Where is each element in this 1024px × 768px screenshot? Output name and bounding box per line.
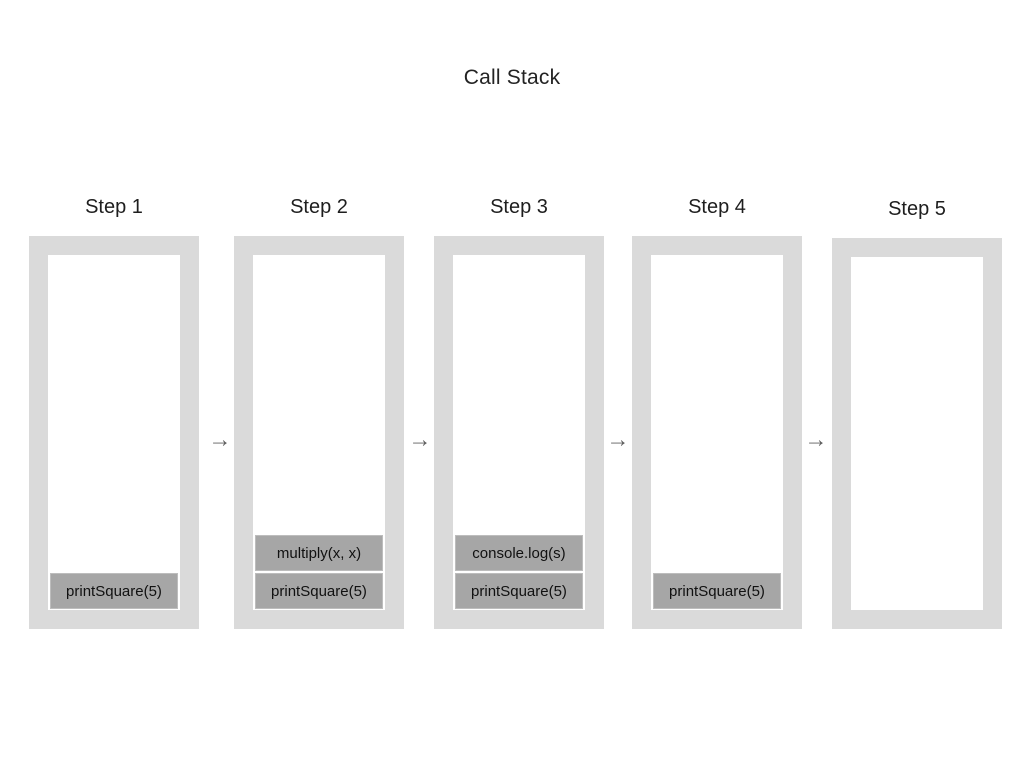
stack-frame[interactable]: console.log(s)	[455, 535, 583, 571]
stack-frame[interactable]: printSquare(5)	[255, 573, 383, 609]
call-stack-box-4: printSquare(5)	[632, 236, 802, 629]
step-label-2: Step 2	[290, 196, 348, 218]
step-label-4: Step 4	[688, 196, 746, 218]
call-stack-box-1: printSquare(5)	[29, 236, 199, 629]
step-label-5: Step 5	[888, 198, 946, 220]
step-label-3: Step 3	[490, 196, 548, 218]
page-title: Call Stack	[463, 66, 561, 89]
stack-frames-4: printSquare(5)	[651, 573, 783, 610]
stack-frames-1: printSquare(5)	[48, 573, 180, 610]
stack-frames-2: printSquare(5) multiply(x, x)	[253, 535, 385, 610]
flow-arrow-3-to-4: →	[606, 426, 630, 452]
call-stack-box-3: printSquare(5) console.log(s)	[434, 236, 604, 629]
step-label-1: Step 1	[85, 196, 143, 218]
stack-frames-3: printSquare(5) console.log(s)	[453, 535, 585, 610]
stack-frame[interactable]: printSquare(5)	[455, 573, 583, 609]
flow-arrow-4-to-5: →	[804, 426, 828, 452]
stack-frame[interactable]: multiply(x, x)	[255, 535, 383, 571]
call-stack-box-2: printSquare(5) multiply(x, x)	[234, 236, 404, 629]
call-stack-box-5	[832, 238, 1002, 629]
stack-frame[interactable]: printSquare(5)	[50, 573, 178, 609]
flow-arrow-2-to-3: →	[408, 426, 432, 452]
stack-frame[interactable]: printSquare(5)	[653, 573, 781, 609]
flow-arrow-1-to-2: →	[208, 426, 232, 452]
